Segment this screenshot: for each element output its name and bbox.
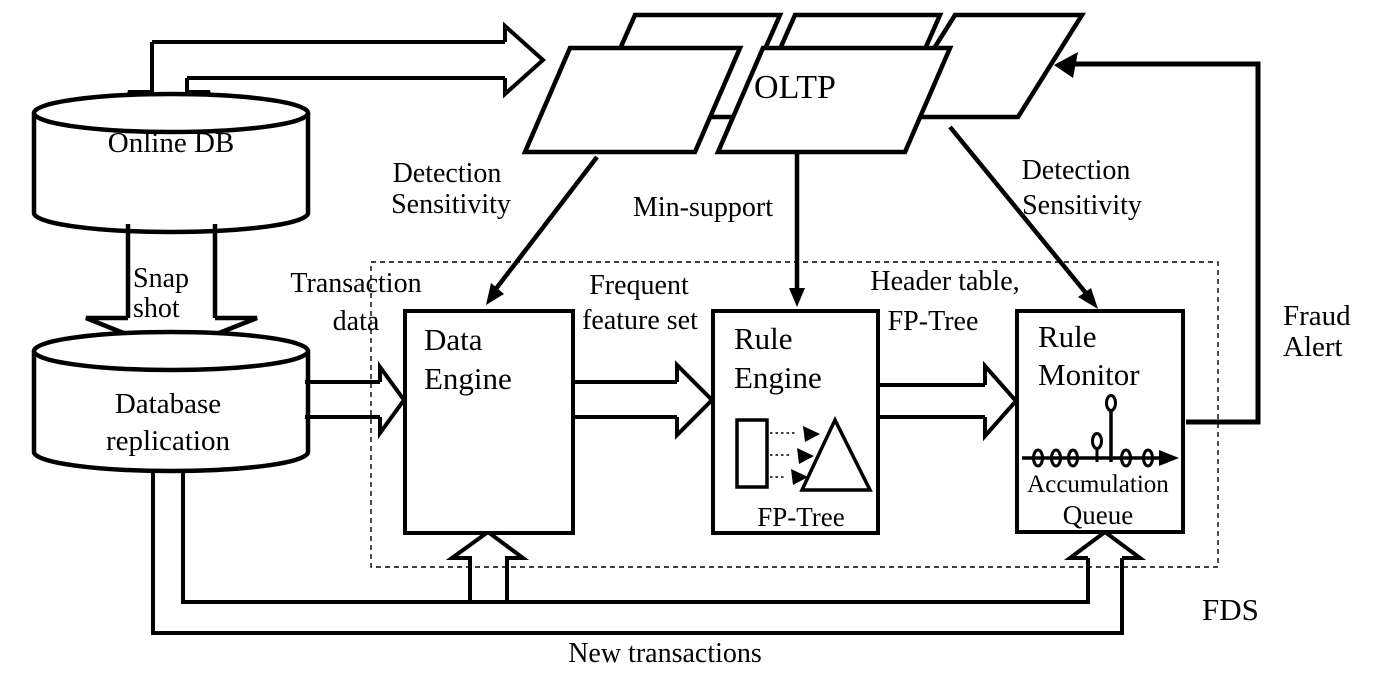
online-db-cylinder: Online DB bbox=[31, 91, 311, 235]
rule-monitor-caption-2: Queue bbox=[1063, 500, 1133, 530]
rule-engine-box: Rule Engine FP-Tree bbox=[711, 309, 880, 535]
right-arrowhead-to-oltp bbox=[503, 21, 546, 99]
feedback-line-new-transactions bbox=[151, 462, 1124, 635]
database-replication-cylinder: Database replication bbox=[31, 329, 311, 474]
oltp-sheet bbox=[714, 45, 954, 155]
oltp-sheet bbox=[521, 45, 744, 155]
header-table-label-1: Header table, bbox=[870, 266, 1019, 297]
online-db-label: Online DB bbox=[108, 127, 234, 159]
rule-engine-label-2: Engine bbox=[734, 360, 822, 395]
fds-dashed-boundary bbox=[370, 261, 1219, 568]
arrow-rule-engine-to-rule-monitor bbox=[878, 360, 1019, 442]
fraud-alert-label-2: Alert bbox=[1283, 331, 1343, 363]
database-replication-label-2: replication bbox=[106, 425, 231, 457]
rule-engine-label-1: Rule bbox=[734, 321, 793, 356]
detection-sensitivity-right-label-1: Detection bbox=[1022, 155, 1131, 186]
snapshot-label-2: shot bbox=[133, 293, 180, 324]
rule-monitor-label-2: Monitor bbox=[1038, 357, 1140, 392]
new-transactions-label: New transactions bbox=[568, 638, 762, 669]
arrow-replication-to-data-engine bbox=[305, 360, 407, 440]
database-replication-label-1: Database bbox=[115, 388, 221, 420]
fraud-alert-label-1: Fraud bbox=[1283, 300, 1351, 332]
connector-online-db-oltp bbox=[127, 21, 546, 114]
fp-tree-triangle-icon bbox=[799, 415, 873, 492]
up-arrow-into-rule-monitor bbox=[1063, 529, 1147, 560]
detection-sensitivity-left-label-2: Sensitivity bbox=[391, 189, 511, 220]
data-engine-label-2: Engine bbox=[424, 361, 512, 396]
rule-monitor-caption-1: Accumulation bbox=[1027, 471, 1169, 498]
min-support-label: Min-support bbox=[633, 192, 773, 223]
detection-sensitivity-right-label-2: Sensitivity bbox=[1022, 190, 1142, 221]
header-table-icon bbox=[735, 418, 769, 489]
rule-engine-caption: FP-Tree bbox=[757, 502, 845, 532]
feedback-line-upper bbox=[181, 462, 1090, 604]
detection-sensitivity-left-label-1: Detection bbox=[393, 158, 502, 189]
arrow-detection-sensitivity-left bbox=[486, 155, 599, 305]
frequent-feature-set-label-1: Frequent bbox=[589, 270, 689, 301]
data-engine-box: Data Engine bbox=[403, 309, 575, 535]
transaction-data-label-1: Transaction bbox=[290, 268, 421, 299]
arrow-data-engine-to-rule-engine bbox=[573, 360, 715, 440]
oltp-label: OLTP bbox=[754, 69, 836, 106]
arrow-min-support bbox=[789, 153, 805, 307]
header-table-label-2: FP-Tree bbox=[888, 306, 979, 337]
rule-monitor-box: Rule Monitor Accumulation Queue bbox=[1015, 309, 1185, 534]
arrow-detection-sensitivity-right bbox=[948, 125, 1098, 309]
data-engine-label-1: Data bbox=[424, 322, 483, 357]
fraud-alert-line bbox=[1054, 52, 1261, 425]
oltp-sheet-stack: OLTP bbox=[521, 12, 1087, 155]
snapshot-label-1: Snap bbox=[133, 263, 189, 294]
transaction-data-label-2: data bbox=[333, 306, 380, 337]
left-arrowhead-to-oltp bbox=[1054, 52, 1078, 78]
rule-monitor-label-1: Rule bbox=[1038, 319, 1097, 354]
accumulation-queue-icon bbox=[1022, 394, 1179, 468]
frequent-feature-set-label-2: feature set bbox=[582, 305, 698, 336]
fds-region-label: FDS bbox=[1202, 592, 1259, 627]
